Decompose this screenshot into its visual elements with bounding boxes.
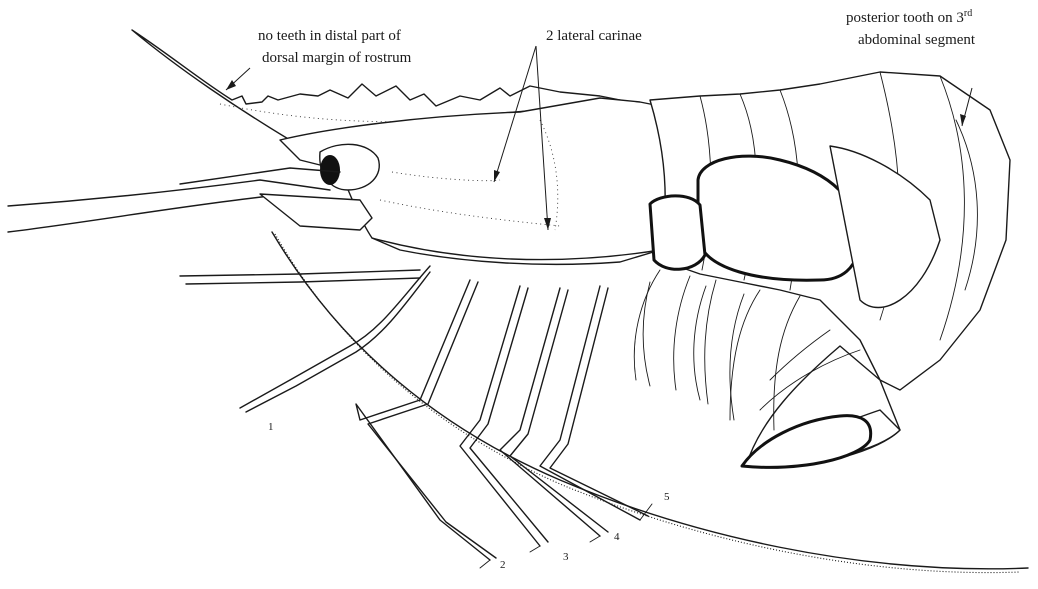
pereiopods (180, 266, 652, 568)
eye (320, 144, 379, 190)
rostrum-annotation-line1: no teeth in distal part of (258, 28, 401, 44)
carinae-annotation: 2 lateral carinae (546, 28, 642, 44)
leg-number-2: 2 (500, 559, 506, 571)
abdomen (650, 72, 1010, 390)
rostrum-annotation-line2: dorsal margin of rostrum (262, 50, 412, 66)
leg-number-4: 4 (614, 531, 620, 543)
tooth-annotation-line1: posterior tooth on 3rd (846, 8, 972, 26)
tooth-annotation-line2: abdominal segment (858, 32, 976, 48)
antennules (8, 168, 372, 232)
leg-number-3: 3 (563, 551, 569, 563)
leg-number-5: 5 (664, 491, 670, 503)
leg-number-1: 1 (268, 421, 274, 433)
pleopods (634, 270, 800, 430)
